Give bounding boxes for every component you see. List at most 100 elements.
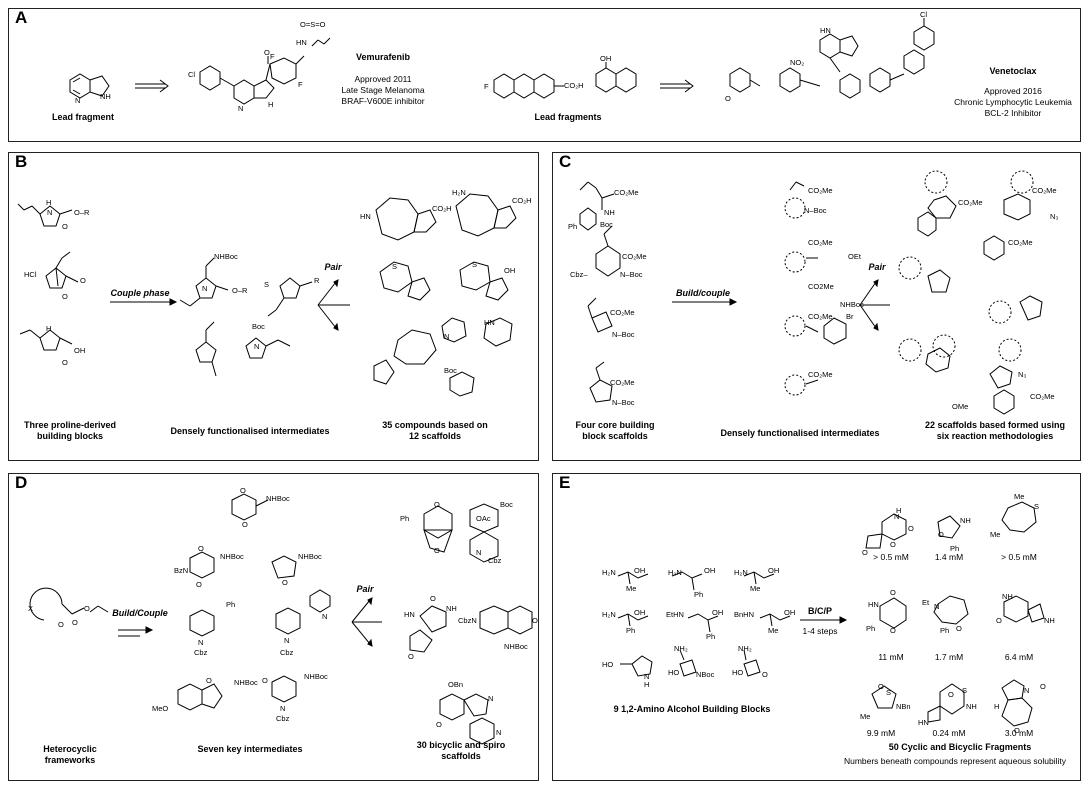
atom-s: S: [962, 686, 968, 695]
atom-co2h: CO₂H: [512, 196, 532, 205]
pair-label-d: Pair: [356, 584, 374, 594]
atom-nh: NH: [604, 208, 615, 217]
atom-h: H: [994, 702, 1000, 711]
atom-n3: N₃: [1018, 370, 1027, 379]
atom-no2: NO₂: [790, 58, 805, 67]
atom-nh: H: [46, 324, 52, 333]
atom-nhboc: NHBoc: [504, 642, 528, 651]
atom-hn: HN: [404, 610, 415, 619]
atom-nhboc: NHBoc: [266, 494, 290, 503]
atom-nh: NH: [1044, 616, 1055, 625]
atom-nhboc: NHBoc: [304, 672, 328, 681]
panel-e-caption-2: 50 Cyclic and Bicyclic Fragments: [888, 742, 1032, 752]
atom-nbn: NBn: [896, 702, 911, 711]
atom-ph: Ph: [400, 514, 410, 523]
atom-bzn: BzN: [174, 566, 189, 575]
atom-co2me: CO₂Me: [958, 198, 983, 207]
atom-co2me: CO₂Me: [808, 370, 833, 379]
atom-ph: Ph: [226, 600, 236, 609]
atom-h2n: H₂N: [452, 188, 466, 197]
atom-o: O: [264, 48, 270, 57]
solubility-value: 1.4 mM: [934, 552, 964, 562]
atom-hn: HN: [484, 318, 495, 327]
venetoclax-line3: BCL-2 Inhibitor: [984, 108, 1042, 118]
atom-s: S: [392, 262, 398, 271]
atom-nboc: NBoc: [696, 670, 715, 679]
venetoclax-name: Venetoclax: [989, 66, 1037, 76]
panel-b: [8, 152, 539, 461]
atom-boc: Boc: [600, 220, 613, 229]
atom-o: O: [890, 588, 896, 597]
solubility-value: 6.4 mM: [1004, 652, 1034, 662]
atom-ph: Ph: [568, 222, 578, 231]
solubility-value: 1.7 mM: [934, 652, 964, 662]
panel-e-caption-1: 9 1,2-Amino Alcohol Building Blocks: [613, 704, 771, 714]
atom-s: S: [1034, 502, 1040, 511]
atom-me: Me: [1014, 492, 1025, 501]
atom-oh: OH: [634, 566, 646, 575]
atom-ph: Ph: [866, 624, 876, 633]
solubility-value: 0.24 mM: [932, 728, 966, 738]
atom-nhboc: NHBoc: [220, 552, 244, 561]
atom-o: O: [240, 486, 246, 495]
atom-n: N: [198, 638, 204, 647]
panel-b-caption-1: Three proline-derived building blocks: [23, 420, 117, 441]
atom-ph: Ph: [950, 544, 960, 553]
atom-co2me: CO₂Me: [1030, 392, 1055, 401]
atom-obn: OBn: [448, 680, 464, 689]
atom-cbz: Cbz: [194, 648, 208, 657]
solubility-value: 9.9 mM: [866, 728, 896, 738]
atom-cl: Cl: [920, 10, 928, 19]
atom-co2me-alt: CO2Me: [808, 282, 834, 291]
atom-nhboc: NHBoc: [298, 552, 322, 561]
atom-nhboc: NHBoc: [234, 678, 258, 687]
atom-nh: NH: [960, 516, 971, 525]
atom-nh: H: [896, 506, 902, 515]
atom-n: N: [322, 612, 328, 621]
panel-b-letter: B: [15, 152, 28, 171]
atom-o: O: [436, 720, 442, 729]
atom-hn: HN: [296, 38, 307, 47]
atom-o: O: [242, 520, 248, 529]
atom-n: N: [254, 342, 260, 351]
atom-nboc: N–Boc: [620, 270, 643, 279]
atom-h: H: [268, 100, 274, 109]
panel-e-letter: E: [559, 473, 571, 492]
atom-n: N: [75, 96, 81, 105]
atom-o: O: [196, 580, 202, 589]
atom-nh2: NH₂: [738, 644, 752, 653]
atom-n3: N₃: [1050, 212, 1059, 221]
atom-ho: HO: [602, 660, 614, 669]
atom-cbzn: CbzN: [458, 616, 477, 625]
atom-me: Me: [626, 584, 637, 593]
atom-oh: OH: [74, 346, 86, 355]
atom-ph: Ph: [626, 626, 636, 635]
atom-n: N: [496, 728, 502, 737]
atom-cbz: Cbz: [276, 714, 290, 723]
atom-o: O: [1040, 682, 1046, 691]
venetoclax-line1: Approved 2016: [984, 86, 1042, 96]
atom-co2me: CO₂Me: [1032, 186, 1057, 195]
vemurafenib-name: Vemurafenib: [355, 52, 411, 62]
atom-o: O: [725, 94, 731, 103]
atom-ethn: EtHN: [666, 610, 684, 619]
atom-o: O: [430, 594, 436, 603]
atom-boc: Boc: [444, 366, 457, 375]
atom-hn: HN: [868, 600, 879, 609]
atom-o: O: [282, 578, 288, 587]
atom-o: O: [80, 276, 86, 285]
atom-co2h: CO₂H: [564, 81, 584, 90]
atom-h2n: H₂N: [668, 568, 682, 577]
atom-o: O: [948, 690, 954, 699]
atom-n: N: [894, 512, 900, 521]
solubility-value: > 0.5 mM: [1001, 552, 1037, 562]
atom-cbz: Cbz–: [570, 270, 588, 279]
atom-oh: OH: [712, 608, 724, 617]
panel-d-letter: D: [15, 473, 28, 492]
atom-co2me: CO₂Me: [622, 252, 647, 261]
atom-o: O: [434, 500, 440, 509]
atom-co2h: CO₂H: [432, 204, 452, 213]
atom-o: O: [762, 670, 768, 679]
atom-ph: Ph: [694, 590, 704, 599]
